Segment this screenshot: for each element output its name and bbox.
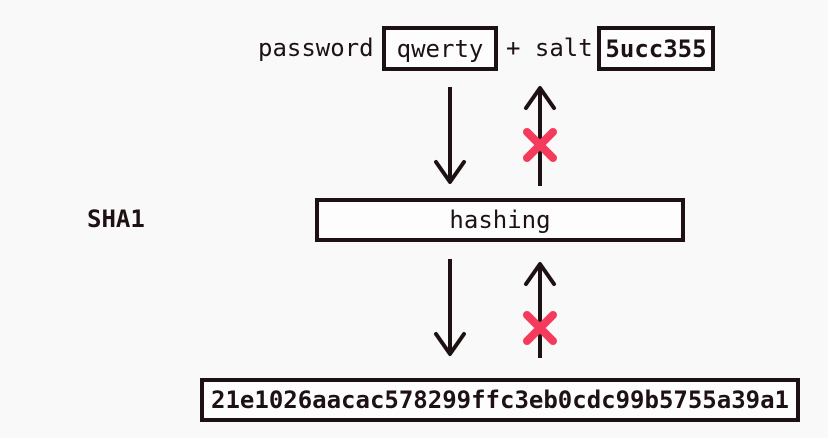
input-to-hashing-arrow-icon [434, 87, 466, 184]
hashing-to-output-arrow-icon [434, 259, 466, 356]
hashing-label: hashing [449, 206, 551, 234]
plus-salt-label: + salt [506, 34, 593, 62]
algorithm-label: SHA1 [87, 205, 145, 233]
output-to-hashing-blocked-arrow-icon [523, 262, 557, 358]
salt-value: 5ucc355 [605, 34, 707, 63]
blocked-x-icon [523, 311, 557, 345]
hash-value: 21e1026aacac578299ffc3eb0cdc99b5755a39a1 [211, 386, 789, 414]
hash-output-box: 21e1026aacac578299ffc3eb0cdc99b5755a39a1 [200, 378, 800, 422]
hashing-to-input-blocked-arrow-icon [523, 86, 557, 186]
blocked-x-icon [523, 128, 557, 162]
password-label: password [258, 34, 374, 62]
password-value: qwerty [396, 34, 484, 63]
salt-value-box: 5ucc355 [597, 26, 715, 71]
password-value-box: qwerty [382, 26, 498, 71]
hashing-box: hashing [315, 198, 685, 242]
